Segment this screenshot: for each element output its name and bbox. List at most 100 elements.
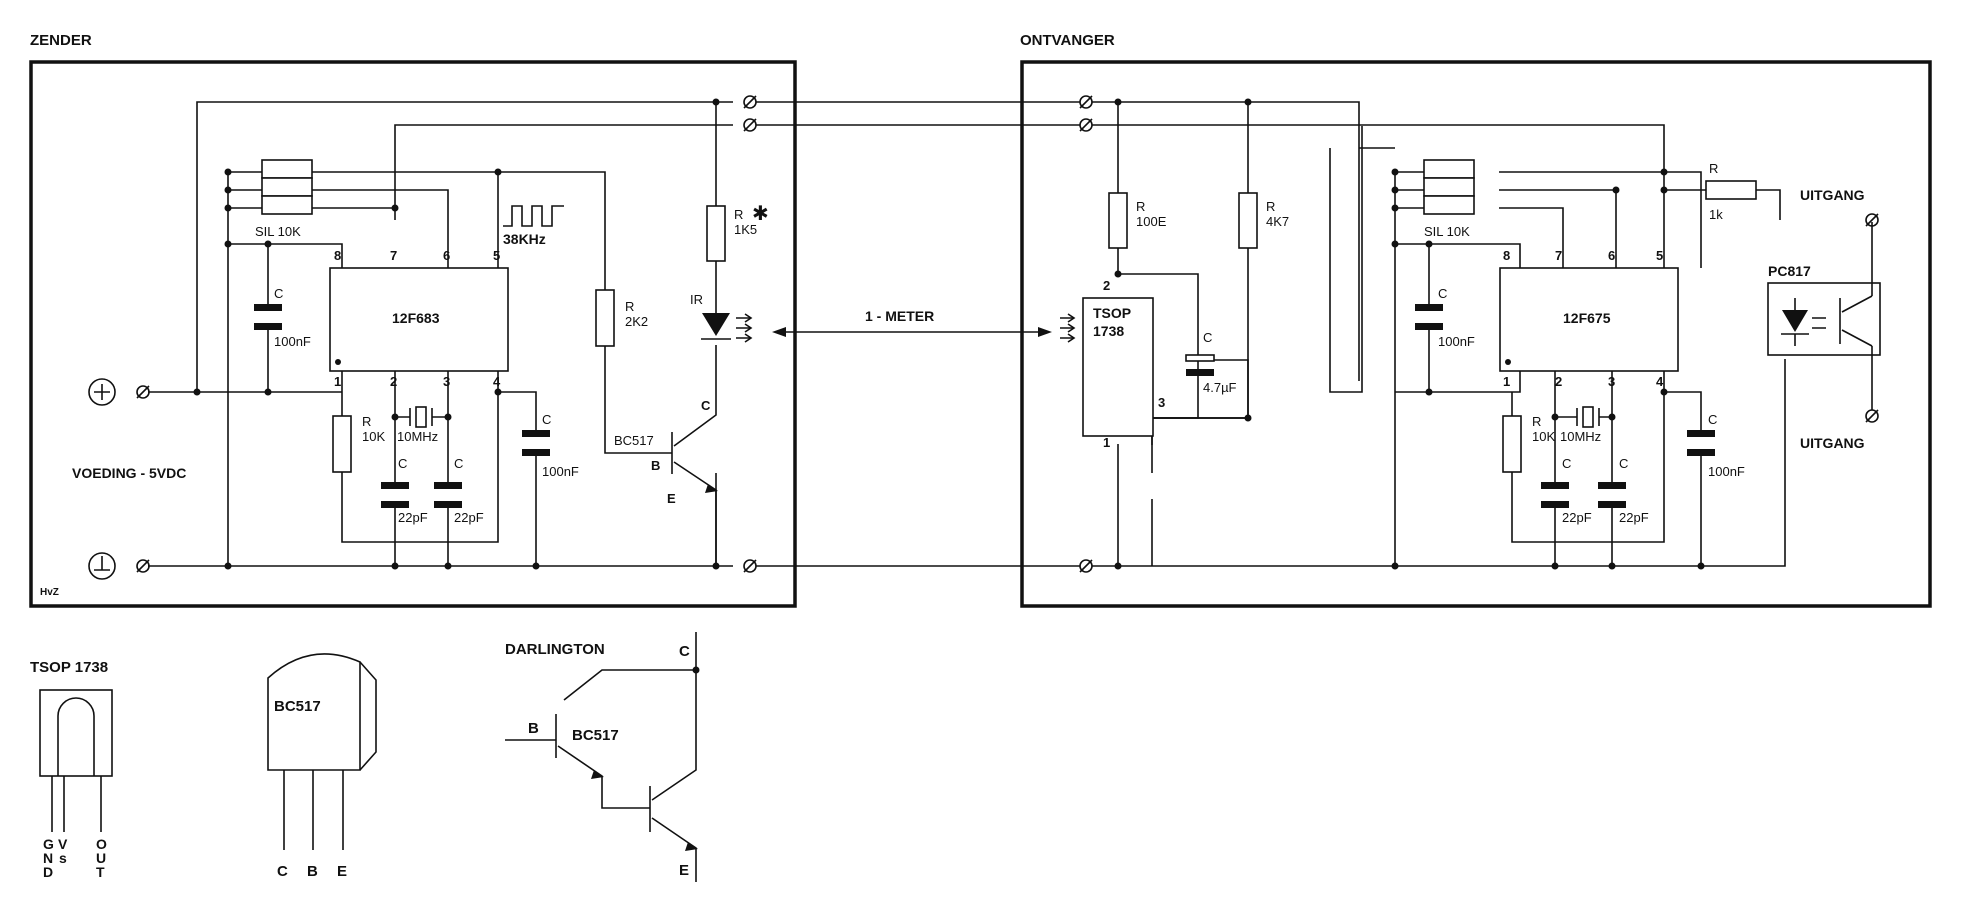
- pin-label: 8: [1503, 248, 1510, 263]
- cap-value: 100nF: [1438, 334, 1475, 349]
- capacitor-plate: [254, 323, 282, 330]
- pin-e-label: E: [667, 491, 676, 506]
- pin-label: 4: [493, 374, 501, 389]
- sil-label: SIL 10K: [255, 224, 301, 239]
- capacitor-plate: [381, 501, 409, 508]
- sensor-label: 1738: [1093, 323, 1124, 339]
- receiver-circuit: SIL 10K R 100E R 4K7 TSOP 1738 2 3 1 C 4…: [1060, 95, 1881, 573]
- supply-label: VOEDING - 5VDC: [72, 465, 186, 481]
- pin-c-label: C: [701, 398, 711, 413]
- asterisk-mark: ✱: [752, 203, 769, 225]
- pin-label: G: [43, 836, 54, 852]
- pin-label: V: [58, 836, 68, 852]
- led-label: IR: [690, 292, 703, 307]
- resistor-4k7: [1238, 192, 1258, 249]
- pin-label: 1: [1103, 435, 1110, 450]
- base-resistor: [595, 289, 615, 347]
- capacitor: [1598, 482, 1626, 489]
- capacitor-plate: [1687, 449, 1715, 456]
- pin-label: 6: [1608, 248, 1615, 263]
- junction-dots: [193, 98, 720, 570]
- capacitor: [1687, 430, 1715, 437]
- res-letter: R: [1136, 199, 1145, 214]
- receiver-title: ONTVANGER: [1020, 32, 1115, 49]
- led-resistor: [706, 205, 726, 262]
- pin-label: 3: [443, 374, 450, 389]
- pin-c-label: C: [679, 643, 690, 660]
- output-label-top: UITGANG: [1800, 187, 1865, 203]
- darlington-title: DARLINGTON: [505, 641, 605, 658]
- pin-label: E: [337, 863, 347, 880]
- pin-e-label: E: [679, 862, 689, 879]
- sil-resistor-element: [261, 177, 313, 197]
- sil-resistor-element: [261, 195, 313, 215]
- ic-12f675: [1499, 267, 1679, 372]
- pin-label: C: [277, 863, 288, 880]
- res-value: 1K5: [734, 222, 757, 237]
- plus-symbol: [88, 378, 116, 406]
- pin-label: 1: [1503, 374, 1510, 389]
- link-distance-label: 1 - METER: [865, 308, 934, 324]
- pin-label: O: [96, 836, 107, 852]
- cap-value: 100nF: [542, 464, 579, 479]
- cap-letter: C: [1562, 456, 1571, 471]
- crystal: [1582, 406, 1594, 428]
- res-letter: R: [362, 414, 371, 429]
- ir-led: [701, 313, 753, 343]
- ground-symbol: [88, 552, 116, 580]
- cap-letter: C: [1438, 286, 1447, 301]
- tsop-1738-sensor: [1082, 297, 1154, 437]
- res-value: 1k: [1709, 207, 1723, 222]
- pin-label: 1: [334, 374, 341, 389]
- cap-value: 22pF: [398, 510, 428, 525]
- capacitor: [1541, 482, 1569, 489]
- pin-label: U: [96, 850, 106, 866]
- resistor-100e: [1108, 192, 1128, 249]
- crystal: [415, 406, 427, 428]
- sil-resistor-element: [1423, 195, 1475, 215]
- sensor-label: TSOP: [1093, 305, 1131, 321]
- legend-tsop-title: TSOP 1738: [30, 659, 108, 676]
- cap-letter: C: [454, 456, 463, 471]
- ic-12f683: [329, 267, 509, 372]
- capacitor-plate: [1415, 323, 1443, 330]
- cap-value: 100nF: [1708, 464, 1745, 479]
- cap-value: 22pF: [454, 510, 484, 525]
- capacitor-plate: [1598, 501, 1626, 508]
- reset-resistor: [332, 415, 352, 473]
- res-letter: R: [1266, 199, 1275, 214]
- cap-letter: C: [1203, 330, 1212, 345]
- pin-label: 6: [443, 248, 450, 263]
- transmitter-title: ZENDER: [30, 32, 92, 49]
- cap-value: 100nF: [274, 334, 311, 349]
- pin-label: 2: [1555, 374, 1562, 389]
- junction-dots: [1114, 98, 1705, 570]
- sil-label: SIL 10K: [1424, 224, 1470, 239]
- author-label: HvZ: [40, 587, 59, 598]
- receiver-enclosure: [1020, 60, 1932, 608]
- pin-label: 4: [1656, 374, 1664, 389]
- darlington-legend: DARLINGTON B C E BC517: [505, 632, 700, 882]
- pin-label: B: [307, 863, 318, 880]
- bc517-transistor: [671, 398, 718, 566]
- cap-letter: C: [1619, 456, 1628, 471]
- pin-label: 8: [334, 248, 341, 263]
- ic-label: 12F683: [392, 310, 440, 326]
- transmitter-circuit: SIL 10K 38KHz 12F683 8 7 6 5 1 2 3 4 C 1…: [40, 95, 769, 598]
- pc817-optocoupler: [1767, 282, 1881, 356]
- pin-label: N: [43, 850, 53, 866]
- cap-value: 22pF: [1562, 510, 1592, 525]
- cap-letter: C: [1708, 412, 1717, 427]
- tsop-legend: TSOP 1738 G N D V s O U T: [30, 659, 113, 880]
- pin-label: 5: [493, 248, 500, 263]
- res-value: 10K: [1532, 429, 1555, 444]
- transistor-label: BC517: [614, 433, 654, 448]
- cap-value: 22pF: [1619, 510, 1649, 525]
- pin-label: T: [96, 864, 105, 880]
- crystal-label: 10MHz: [397, 429, 438, 444]
- darlington-label: BC517: [572, 727, 619, 744]
- pin-label: D: [43, 864, 53, 880]
- transmitter-enclosure: [29, 60, 797, 608]
- capacitor: [1415, 304, 1443, 311]
- opto-label: PC817: [1768, 263, 1811, 279]
